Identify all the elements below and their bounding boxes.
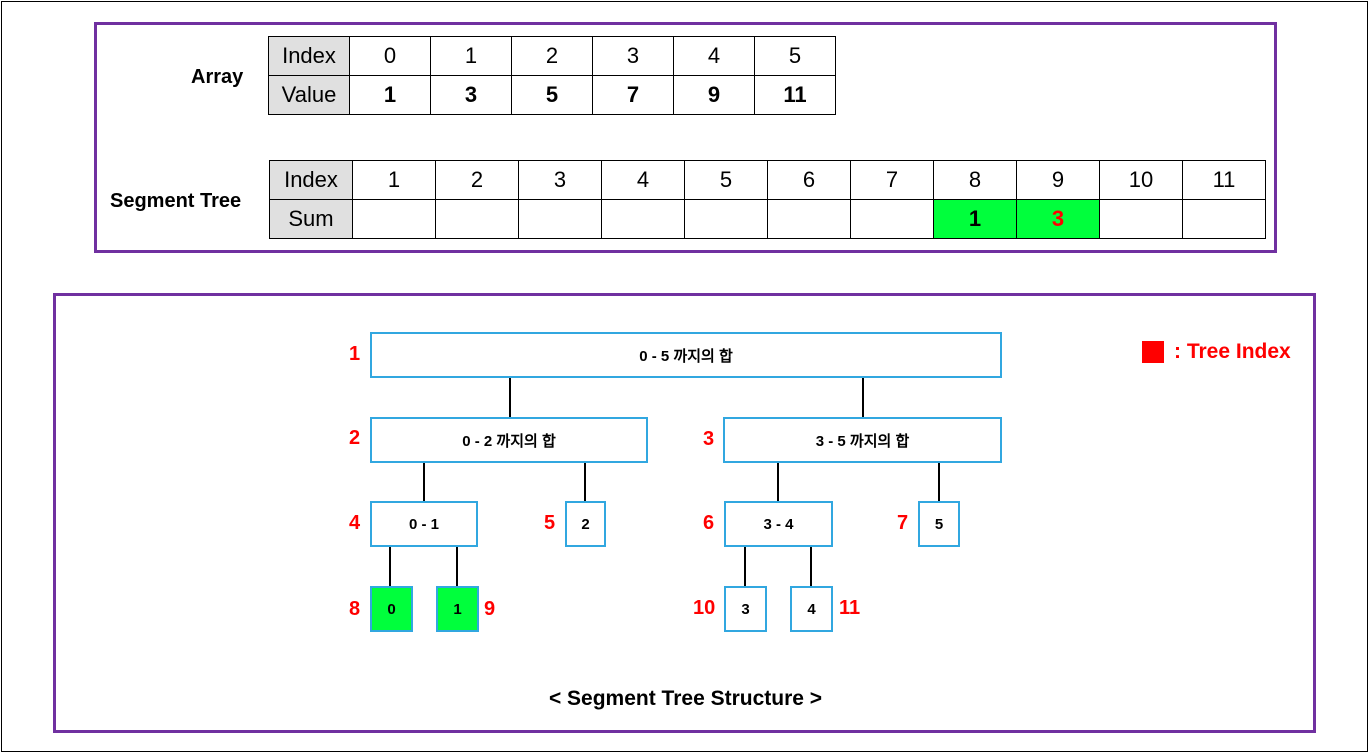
tree-index-11: 11 xyxy=(839,597,861,619)
segment-index-cell: 2 xyxy=(435,160,519,200)
segment-sum-cell xyxy=(352,199,436,239)
tree-panel xyxy=(53,293,1316,733)
tree-node-3: 3 - 5 까지의 합 xyxy=(723,417,1002,463)
tree-index-6: 6 xyxy=(703,512,715,534)
segment-index-cell: 11 xyxy=(1182,160,1266,200)
edge-2-4 xyxy=(423,461,425,502)
array-index-cell: 2 xyxy=(511,36,593,76)
segment-index-header: Index xyxy=(269,160,353,200)
tree-index-2: 2 xyxy=(349,427,361,449)
segment-sum-cell xyxy=(1099,199,1183,239)
segment-sum-cell xyxy=(601,199,685,239)
tree-index-1: 1 xyxy=(349,343,361,365)
segment-index-cell: 6 xyxy=(767,160,851,200)
segment-index-cell: 4 xyxy=(601,160,685,200)
tree-node-7: 5 xyxy=(918,501,960,547)
array-index-header: Index xyxy=(268,36,350,76)
segment-sum-cell xyxy=(1182,199,1266,239)
array-label: Array xyxy=(191,66,244,88)
tree-node-8: 0 xyxy=(370,586,413,632)
tree-node-9: 1 xyxy=(436,586,479,632)
tree-node-11: 4 xyxy=(790,586,833,632)
tree-node-2: 0 - 2 까지의 합 xyxy=(370,417,648,463)
segment-index-cell: 9 xyxy=(1016,160,1100,200)
segment-sum-cell xyxy=(435,199,519,239)
array-index-row: Index 0 1 2 3 4 5 xyxy=(268,36,836,76)
tree-index-10: 10 xyxy=(693,597,716,619)
segment-sum-cell-highlighted: 3 xyxy=(1016,199,1100,239)
tree-node-6: 3 - 4 xyxy=(724,501,833,547)
segment-index-cell: 10 xyxy=(1099,160,1183,200)
array-table: Index 0 1 2 3 4 5 Value 1 3 5 7 9 11 xyxy=(268,36,836,115)
diagram-caption: < Segment Tree Structure > xyxy=(548,687,823,710)
segment-sum-header: Sum xyxy=(269,199,353,239)
segment-index-cell: 8 xyxy=(933,160,1017,200)
edge-4-9 xyxy=(456,545,458,587)
segment-tree-label: Segment Tree xyxy=(110,190,242,212)
tree-node-1: 0 - 5 까지의 합 xyxy=(370,332,1002,378)
edge-6-11 xyxy=(810,545,812,587)
segment-index-cell: 1 xyxy=(352,160,436,200)
tree-index-4: 4 xyxy=(349,512,361,534)
segment-sum-cell xyxy=(850,199,934,239)
array-index-cell: 5 xyxy=(754,36,836,76)
edge-6-10 xyxy=(744,545,746,587)
segment-index-cell: 3 xyxy=(518,160,602,200)
tree-index-7: 7 xyxy=(897,512,909,534)
segment-index-cell: 7 xyxy=(850,160,934,200)
array-value-cell: 5 xyxy=(511,75,593,115)
edge-3-7 xyxy=(938,461,940,502)
legend-swatch xyxy=(1142,341,1164,363)
legend: : Tree Index xyxy=(1142,340,1291,364)
segment-sum-cell xyxy=(518,199,602,239)
segment-index-cell: 5 xyxy=(684,160,768,200)
array-index-cell: 3 xyxy=(592,36,674,76)
edge-1-2 xyxy=(509,376,511,418)
tree-node-4: 0 - 1 xyxy=(370,501,478,547)
edge-2-5 xyxy=(584,461,586,502)
edge-4-8 xyxy=(389,545,391,587)
segment-index-row: Index 1 2 3 4 5 6 7 8 9 10 11 xyxy=(269,160,1266,200)
array-value-header: Value xyxy=(268,75,350,115)
array-value-row: Value 1 3 5 7 9 11 xyxy=(268,75,836,115)
segment-sum-row: Sum 1 3 xyxy=(269,199,1266,239)
tree-index-5: 5 xyxy=(544,512,556,534)
array-value-cell: 1 xyxy=(349,75,431,115)
arrays-panel xyxy=(94,22,1277,253)
edge-3-6 xyxy=(777,461,779,502)
array-value-cell: 11 xyxy=(754,75,836,115)
tree-index-8: 8 xyxy=(349,598,361,620)
array-value-cell: 7 xyxy=(592,75,674,115)
array-value-cell: 3 xyxy=(430,75,512,115)
tree-node-10: 3 xyxy=(724,586,767,632)
tree-node-5: 2 xyxy=(565,501,606,547)
array-index-cell: 0 xyxy=(349,36,431,76)
segment-sum-cell xyxy=(684,199,768,239)
legend-text: : Tree Index xyxy=(1174,340,1291,363)
segment-sum-cell xyxy=(767,199,851,239)
tree-index-9: 9 xyxy=(484,598,496,620)
tree-index-3: 3 xyxy=(703,428,715,450)
edge-1-3 xyxy=(862,376,864,418)
array-index-cell: 1 xyxy=(430,36,512,76)
array-value-cell: 9 xyxy=(673,75,755,115)
segment-sum-cell-highlighted: 1 xyxy=(933,199,1017,239)
segment-tree-table: Index 1 2 3 4 5 6 7 8 9 10 11 Sum 1 3 xyxy=(269,160,1266,239)
array-index-cell: 4 xyxy=(673,36,755,76)
